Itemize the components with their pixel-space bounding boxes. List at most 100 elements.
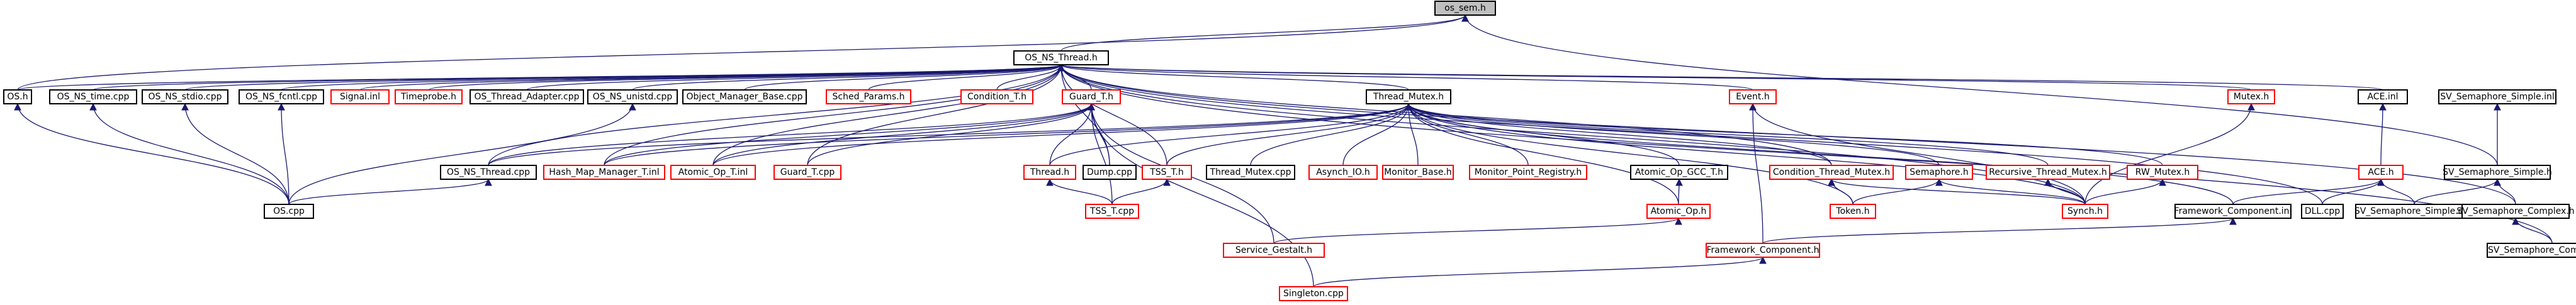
node-guard-t-cpp[interactable]: Guard_T.cpp xyxy=(773,165,841,180)
edge-condition-thread-mutex-h-to-os-ns-thread-h xyxy=(1057,64,1832,166)
node-label: SV_Semaphore_Complex.cpp xyxy=(2488,245,2576,255)
node-label: Asynch_IO.h xyxy=(1316,167,1370,177)
edge-os-ns-fcntl-cpp-to-os-ns-thread-h xyxy=(281,64,1065,91)
node-label: os_sem.h xyxy=(1444,3,1486,13)
edge-thread-h-to-guard-t-h xyxy=(1049,103,1095,166)
node-monitor-point-registry-h[interactable]: Monitor_Point_Registry.h xyxy=(1469,165,1587,180)
edge-sv-semaphore-simple-h-to-os-sem-h xyxy=(1461,14,2498,166)
node-sv-semaphore-complex-h[interactable]: SV_Semaphore_Complex.h xyxy=(2456,204,2575,219)
edge-tss-t-cpp-to-thread-h xyxy=(1046,178,1113,205)
edge-token-h-to-thread-mutex-h xyxy=(1405,103,1853,205)
node-atomic-op-gcc-t-h[interactable]: Atomic_Op_GCC_T.h xyxy=(1630,165,1728,180)
node-box xyxy=(960,89,1033,104)
edge-sv-semaphore-simple-cpp-to-sv-semaphore-simple-h xyxy=(2414,178,2501,205)
node-os-ns-unistd-cpp[interactable]: OS_NS_unistd.cpp xyxy=(587,89,678,104)
node-os-ns-time-cpp[interactable]: OS_NS_time.cpp xyxy=(49,89,137,104)
node-thread-h[interactable]: Thread.h xyxy=(1023,165,1076,180)
node-rw-mutex-h[interactable]: RW_Mutex.h xyxy=(2127,165,2198,180)
edge-monitor-point-registry-h-to-thread-mutex-h xyxy=(1405,103,1529,166)
node-atomic-op-t-inl[interactable]: Atomic_Op_T.inl xyxy=(670,165,756,180)
edge-dump-cpp-to-guard-t-h xyxy=(1088,103,1110,166)
node-framework-component-inl[interactable]: Framework_Component.inl xyxy=(2174,204,2292,219)
node-label: Token.h xyxy=(1835,206,1869,216)
node-label: Framework_Component.inl xyxy=(2174,206,2292,216)
node-hash-map-manager-t-inl[interactable]: Hash_Map_Manager_T.inl xyxy=(543,165,665,180)
node-label: Signal.inl xyxy=(340,92,380,102)
node-mutex-h[interactable]: Mutex.h xyxy=(2227,89,2275,104)
node-ace-inl[interactable]: ACE.inl xyxy=(2358,89,2408,104)
edge-service-gestalt-h-to-atomic-op-h xyxy=(1273,217,1682,244)
node-label: OS.h xyxy=(7,92,28,102)
node-box xyxy=(1434,1,1496,16)
node-atomic-op-h[interactable]: Atomic_Op.h xyxy=(1646,204,1711,219)
edge-synch-h-to-semaphore-h xyxy=(1935,178,2086,205)
node-box xyxy=(2227,89,2275,104)
node-dump-cpp[interactable]: Dump.cpp xyxy=(1083,165,1137,180)
node-box xyxy=(2062,204,2108,219)
edge-os-cpp-to-os-ns-unistd-cpp xyxy=(288,103,636,205)
edge-hash-map-manager-t-inl-to-os-ns-thread-h xyxy=(604,64,1065,166)
edge-framework-component-inl-to-ace-h xyxy=(2232,178,2385,205)
edge-asynch-io-h-to-thread-mutex-h xyxy=(1342,103,1412,166)
node-service-gestalt-h[interactable]: Service_Gestalt.h xyxy=(1223,243,1325,258)
node-event-h[interactable]: Event.h xyxy=(1729,89,1777,104)
node-thread-mutex-h[interactable]: Thread_Mutex.h xyxy=(1366,89,1451,104)
node-label: Service_Gestalt.h xyxy=(1235,245,1312,255)
node-asynch-io-h[interactable]: Asynch_IO.h xyxy=(1308,165,1378,180)
node-sv-semaphore-simple-inl[interactable]: SV_Semaphore_Simple.inl xyxy=(2438,89,2556,104)
node-timeprobe-h[interactable]: Timeprobe.h xyxy=(395,89,463,104)
node-sv-semaphore-complex-cpp[interactable]: SV_Semaphore_Complex.cpp xyxy=(2487,243,2576,258)
node-label: Condition_Thread_Mutex.h xyxy=(1773,167,1890,177)
node-label: Thread_Mutex.cpp xyxy=(1210,167,1291,177)
node-recursive-thread-mutex-h[interactable]: Recursive_Thread_Mutex.h xyxy=(1986,165,2110,180)
node-thread-mutex-cpp[interactable]: Thread_Mutex.cpp xyxy=(1206,165,1295,180)
node-tss-t-cpp[interactable]: TSS_T.cpp xyxy=(1085,204,1139,219)
edge-synch-h-to-mutex-h xyxy=(2084,103,2255,205)
node-label: OS_NS_stdio.cpp xyxy=(148,92,222,102)
node-os-ns-stdio-cpp[interactable]: OS_NS_stdio.cpp xyxy=(142,89,228,104)
node-os-sem-h[interactable]: os_sem.h xyxy=(1434,1,1496,16)
edge-hash-map-manager-t-inl-to-thread-mutex-h xyxy=(604,103,1412,166)
node-signal-inl[interactable]: Signal.inl xyxy=(330,89,390,104)
node-box xyxy=(682,89,807,104)
node-sched-params-h[interactable]: Sched_Params.h xyxy=(826,89,911,104)
node-box xyxy=(1308,165,1378,180)
node-semaphore-h[interactable]: Semaphore.h xyxy=(1905,165,1973,180)
node-box xyxy=(1083,165,1137,180)
node-os-cpp[interactable]: OS.cpp xyxy=(264,204,314,219)
edge-signal-inl-to-os-ns-thread-h xyxy=(359,64,1065,91)
node-synch-h[interactable]: Synch.h xyxy=(2062,204,2108,219)
node-sv-semaphore-simple-h[interactable]: SV_Semaphore_Simple.h xyxy=(2443,165,2552,180)
node-box xyxy=(1085,204,1139,219)
node-ace-h[interactable]: ACE.h xyxy=(2358,165,2404,180)
node-guard-t-h[interactable]: Guard_T.h xyxy=(1062,89,1121,104)
node-dll-cpp[interactable]: DLL.cpp xyxy=(2301,204,2344,219)
node-condition-t-h[interactable]: Condition_T.h xyxy=(960,89,1033,104)
edge-tss-t-h-to-os-ns-thread-h xyxy=(1057,64,1167,166)
node-framework-component-h[interactable]: Framework_Component.h xyxy=(1706,243,1820,258)
node-box xyxy=(49,89,137,104)
edge-thread-mutex-cpp-to-thread-mutex-h xyxy=(1250,103,1412,166)
node-label: Guard_T.h xyxy=(1069,92,1113,102)
node-os-ns-thread-cpp[interactable]: OS_NS_Thread.cpp xyxy=(440,165,537,180)
node-os-ns-thread-h[interactable]: OS_NS_Thread.h xyxy=(1013,50,1109,65)
node-tss-t-h[interactable]: TSS_T.h xyxy=(1142,165,1192,180)
edge-rw-mutex-h-to-thread-mutex-h xyxy=(1405,103,2163,166)
node-singleton-cpp[interactable]: Singleton.cpp xyxy=(1279,286,1348,301)
node-box xyxy=(1382,165,1454,180)
node-os-ns-fcntl-cpp[interactable]: OS_NS_fcntl.cpp xyxy=(239,89,324,104)
node-object-manager-base-cpp[interactable]: Object_Manager_Base.cpp xyxy=(682,89,807,104)
node-box xyxy=(2444,165,2551,180)
node-os-thread-adapter-cpp[interactable]: OS_Thread_Adapter.cpp xyxy=(470,89,584,104)
node-condition-thread-mutex-h[interactable]: Condition_Thread_Mutex.h xyxy=(1769,165,1894,180)
node-monitor-base-h[interactable]: Monitor_Base.h xyxy=(1382,165,1454,180)
node-box xyxy=(1905,165,1973,180)
edge-os-h-to-os-sem-h xyxy=(17,14,1469,91)
node-sv-semaphore-simple-cpp[interactable]: SV_Semaphore_Simple.cpp xyxy=(2354,204,2474,219)
node-label: Hash_Map_Manager_T.inl xyxy=(549,167,659,177)
edge-tss-t-h-to-thread-mutex-h xyxy=(1166,103,1412,166)
node-box xyxy=(587,89,678,104)
edge-recursive-thread-mutex-h-to-thread-mutex-h xyxy=(1405,103,2049,166)
node-token-h[interactable]: Token.h xyxy=(1830,204,1876,219)
node-os-h[interactable]: OS.h xyxy=(3,89,32,104)
